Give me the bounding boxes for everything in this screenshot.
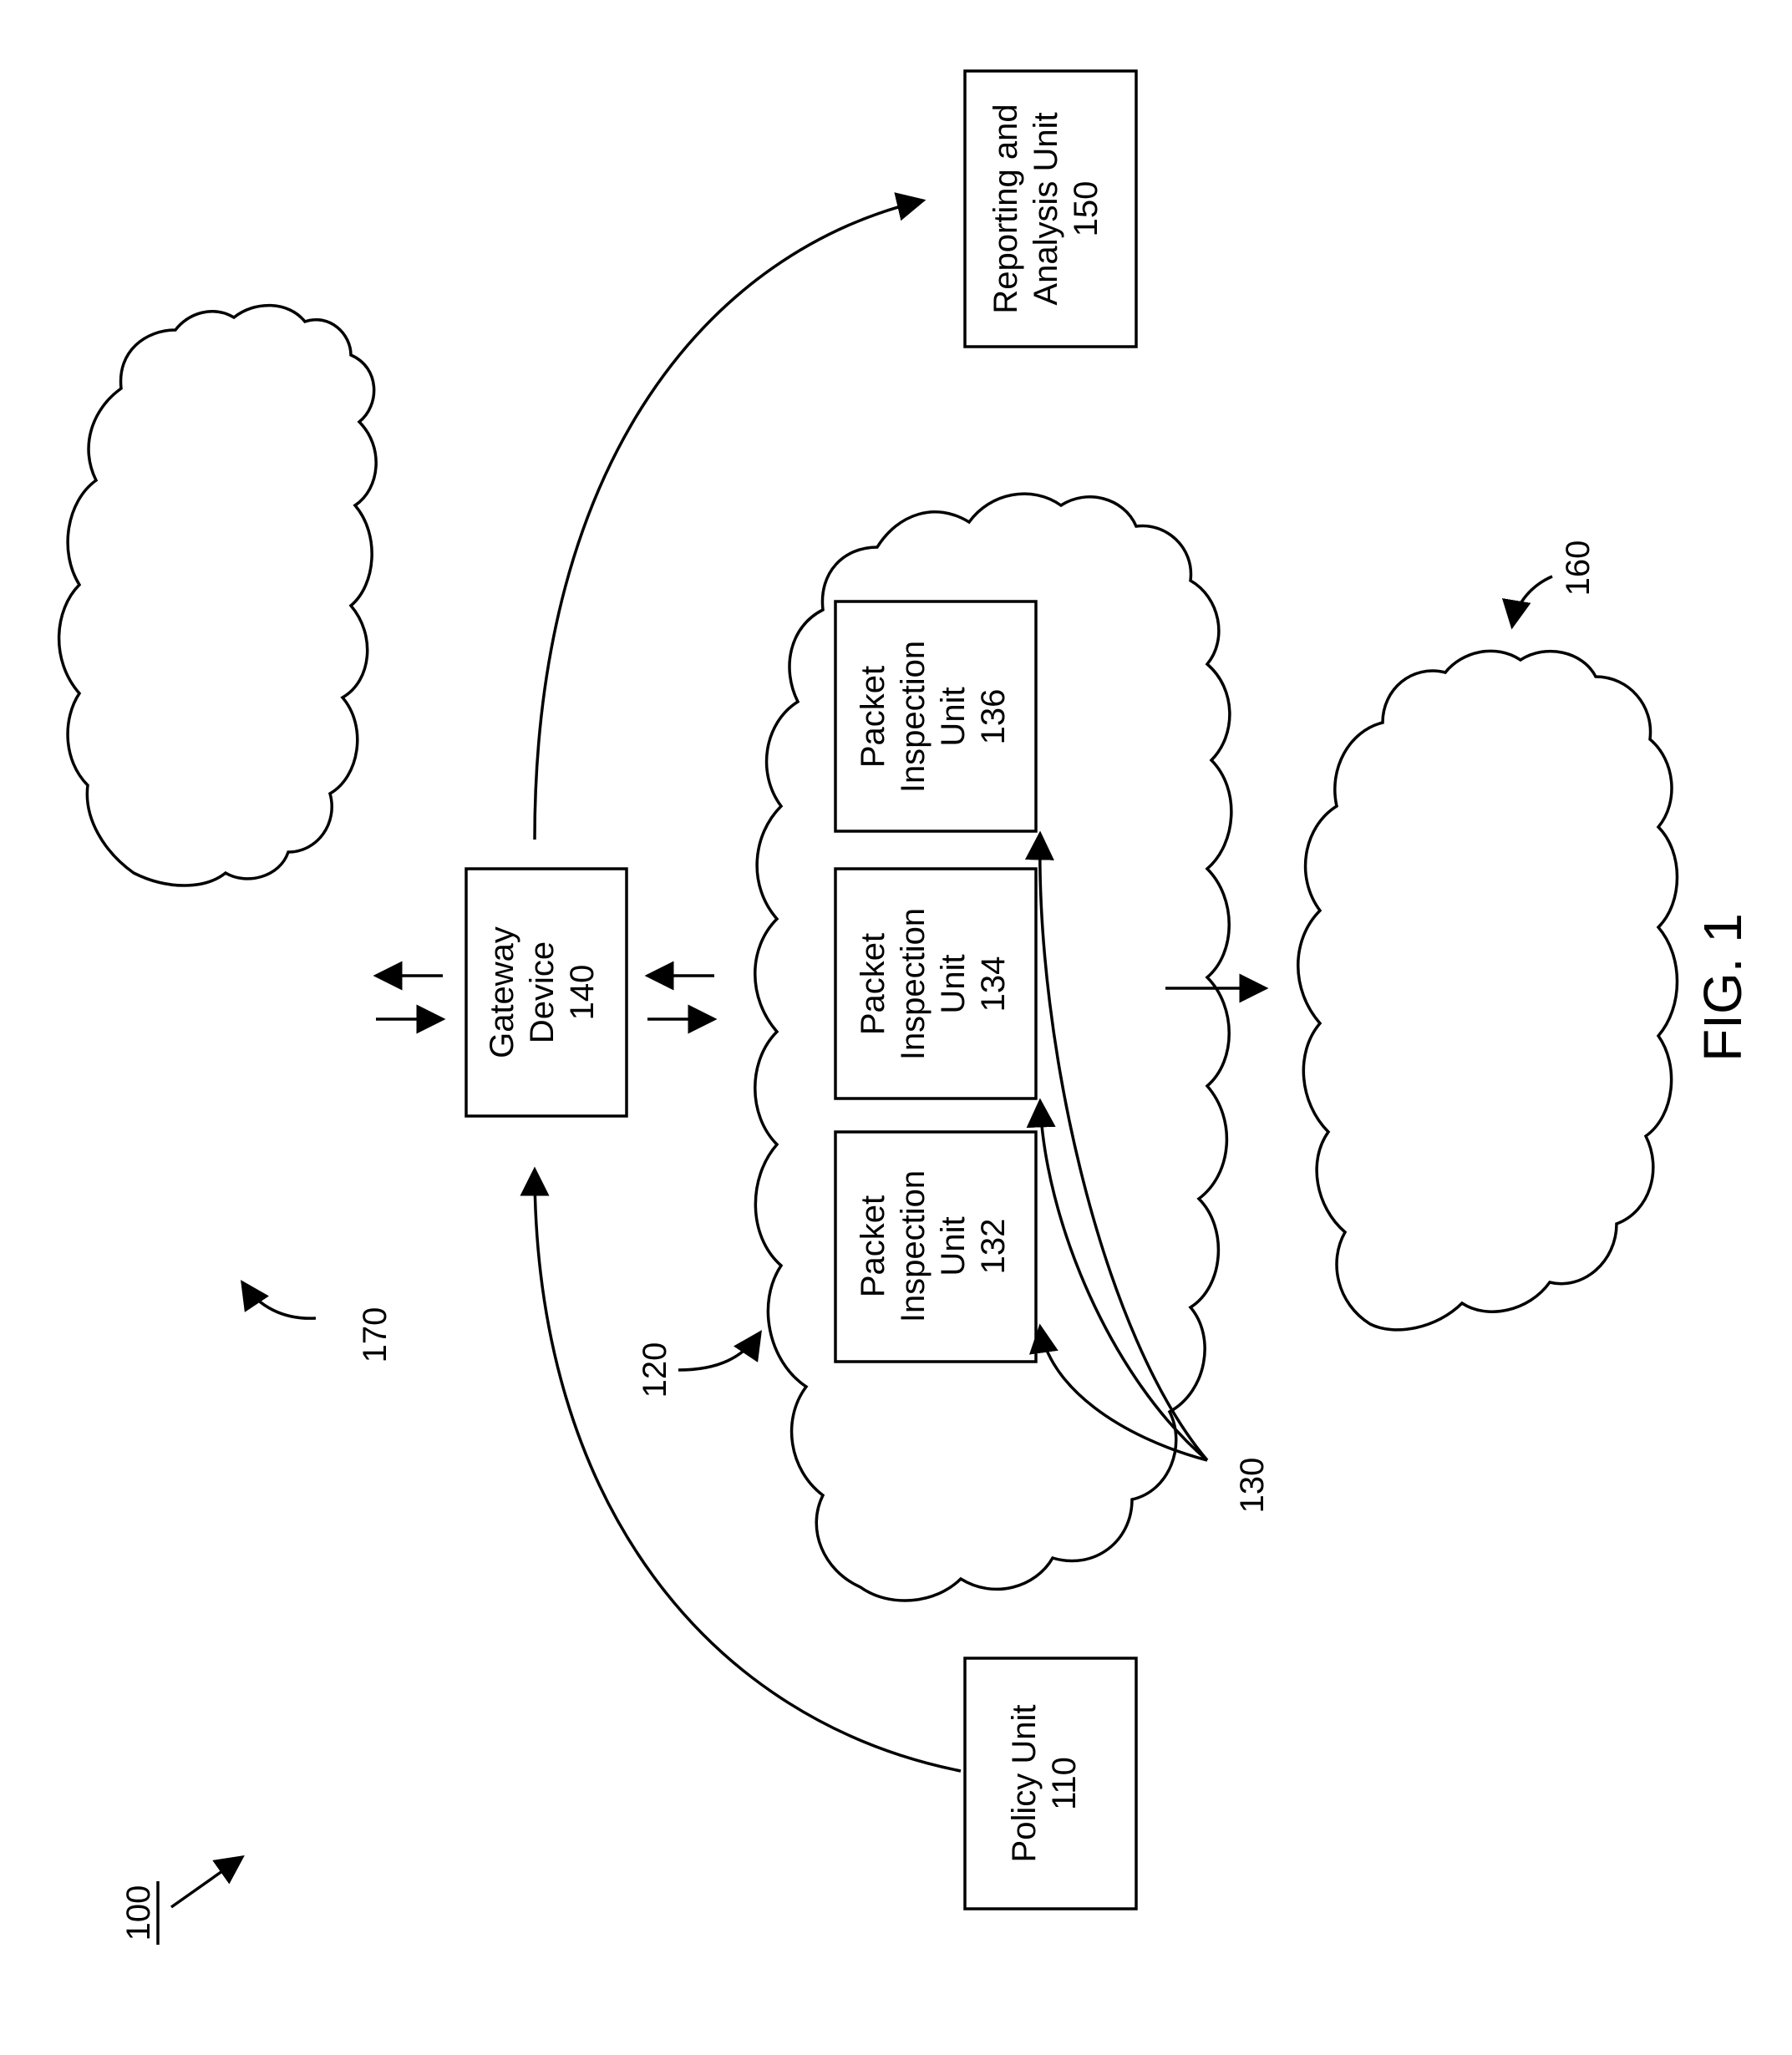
packet-unit-136-label-1: Packet — [855, 666, 891, 768]
policy-unit-ref: 110 — [1046, 1757, 1083, 1810]
ref-160-arrow — [1512, 576, 1552, 627]
system-ref-label: 100 — [120, 1885, 157, 1941]
destination-network-cloud — [1298, 651, 1678, 1330]
ref-100-arrow — [171, 1857, 242, 1907]
packet-unit-136-ref: 136 — [975, 689, 1012, 745]
packet-unit-134-label-1: Packet — [855, 933, 891, 1035]
packet-unit-134-label-3: Unit — [935, 954, 972, 1013]
ref-170-arrow — [242, 1282, 316, 1318]
packet-unit-132-label-3: Unit — [935, 1216, 972, 1276]
inspection-network-ref: 120 — [637, 1342, 673, 1398]
reporting-unit-ref: 150 — [1068, 181, 1104, 237]
packet-unit-136-label-3: Unit — [935, 687, 972, 746]
packet-unit-136-label-2: Inspection — [895, 641, 932, 793]
packet-unit-132-label-1: Packet — [855, 1195, 891, 1297]
source-network-cloud — [59, 306, 377, 885]
figure-label: FIG. 1 — [1693, 913, 1753, 1062]
packet-unit-134-ref: 134 — [975, 956, 1012, 1012]
gateway-device-label-1: Gateway — [484, 926, 520, 1058]
policy-unit-label: Policy Unit — [1006, 1705, 1043, 1863]
reporting-unit-label-1: Reporting and — [987, 104, 1024, 313]
gateway-device-label-2: Device — [524, 941, 561, 1043]
packet-unit-134-label-2: Inspection — [895, 908, 932, 1060]
destination-network-ref: 160 — [1560, 540, 1597, 596]
ref-120-arrow — [678, 1332, 760, 1370]
reporting-unit-label-2: Analysis Unit — [1028, 112, 1064, 305]
packet-units-group-ref: 130 — [1234, 1458, 1271, 1514]
packet-unit-132-label-2: Inspection — [895, 1170, 932, 1322]
source-network-ref: 170 — [357, 1307, 393, 1363]
gateway-device-ref: 140 — [564, 965, 601, 1021]
packet-unit-132-ref: 132 — [975, 1219, 1012, 1275]
